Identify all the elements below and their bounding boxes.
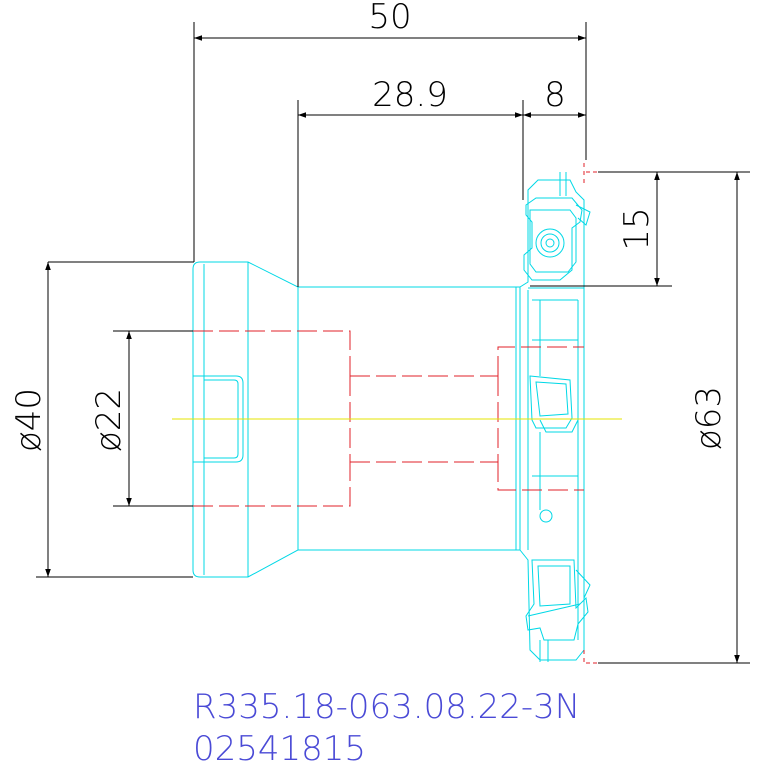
insert-middle — [529, 299, 579, 510]
dim-insert-height: 15 — [617, 207, 657, 250]
dim-head-length: 8 — [544, 75, 566, 115]
coolant-hole — [539, 509, 553, 523]
part-item-number: 02541815 — [193, 729, 366, 767]
hidden-lines — [193, 163, 598, 666]
dim-hub-diameter: ø40 — [9, 388, 49, 452]
hub-flange — [192, 261, 299, 578]
dim-overall-length: 50 — [368, 0, 411, 37]
insert-top — [523, 172, 591, 281]
part-designation: R335.18-063.08.22-3N — [193, 687, 580, 727]
dim-body-length: 28.9 — [372, 75, 448, 115]
dim-cutter-diameter: ø63 — [689, 386, 729, 450]
dim-bore-diameter: ø22 — [89, 388, 129, 452]
cutter-head — [519, 179, 585, 661]
part-outline — [192, 172, 591, 662]
insert-bottom — [525, 559, 591, 662]
dimension-lines — [36, 22, 750, 664]
